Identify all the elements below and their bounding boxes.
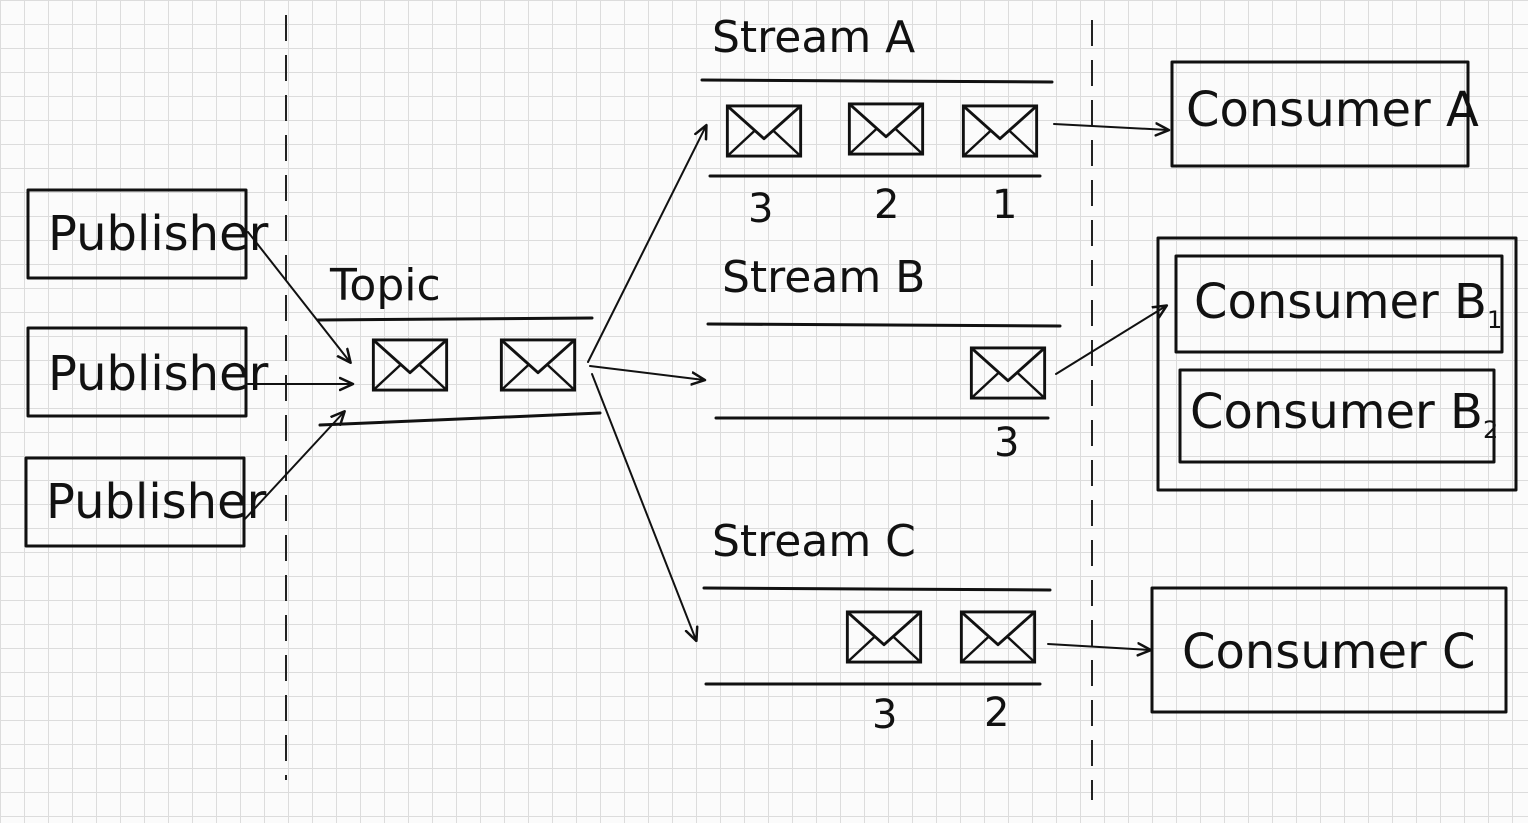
envelope-icon: [969, 346, 1047, 400]
stream-a-label: Stream A: [712, 12, 915, 63]
publisher-label: Publisher: [46, 474, 267, 530]
publisher-label: Publisher: [48, 206, 269, 262]
arrow-topic-stream-a: [587, 126, 706, 363]
consumer-c: Consumer C: [1150, 586, 1508, 714]
envelope-icon: [959, 610, 1037, 664]
envelope-icon: [961, 104, 1039, 158]
stream-b-label: Stream B: [722, 252, 925, 303]
arrow-topic-stream-c: [591, 373, 696, 640]
consumer-b2-label: Consumer B2: [1190, 384, 1498, 444]
envelope-icon: [845, 610, 923, 664]
stream-b-top-line: [706, 322, 1062, 328]
consumer-b-group: Consumer B1 Consumer B2: [1156, 236, 1518, 492]
envelope-icon: [371, 338, 449, 392]
stream-a: Stream A 3 2 1: [700, 12, 1054, 232]
message-number: 2: [874, 182, 899, 228]
consumer-c-label: Consumer C: [1182, 624, 1476, 680]
message-number: 3: [872, 692, 897, 738]
consumer-a: Consumer A: [1170, 60, 1479, 168]
arrow-stream-b-consumer-b: [1055, 306, 1166, 375]
topic-bottom-line: [318, 411, 602, 427]
arrow-stream-c-consumer-c: [1047, 644, 1150, 650]
message-number: 3: [994, 420, 1019, 466]
stream-c-label: Stream C: [712, 516, 916, 567]
consumer-b2: Consumer B2: [1178, 368, 1498, 464]
stream-a-top-line: [700, 78, 1054, 84]
stream-c-top-line: [702, 586, 1052, 592]
consumer-b1: Consumer B1: [1174, 254, 1504, 354]
topic-top-line: [316, 316, 594, 322]
arrow-stream-a-consumer-a: [1053, 124, 1168, 130]
message-number: 2: [984, 690, 1009, 736]
message-number: 1: [992, 182, 1017, 228]
envelope-icon: [725, 104, 803, 158]
consumer-a-label: Consumer A: [1186, 82, 1479, 138]
arrow-publisher1-topic: [247, 231, 350, 362]
topic-label: Topic: [329, 260, 441, 311]
publisher-2: Publisher: [26, 326, 269, 418]
arrow-topic-stream-b: [589, 365, 704, 380]
publisher-1: Publisher: [26, 188, 269, 280]
topic: Topic: [316, 260, 602, 427]
message-number: 3: [748, 186, 773, 232]
stream-c: Stream C 3 2: [702, 516, 1052, 738]
envelope-icon: [847, 102, 925, 156]
envelope-icon: [499, 338, 577, 392]
stream-b: Stream B 3: [706, 252, 1062, 466]
consumer-b1-label: Consumer B1: [1194, 274, 1502, 334]
publisher-3: Publisher: [24, 456, 267, 548]
arrow-publisher3-topic: [243, 412, 344, 521]
publisher-label: Publisher: [48, 346, 269, 402]
